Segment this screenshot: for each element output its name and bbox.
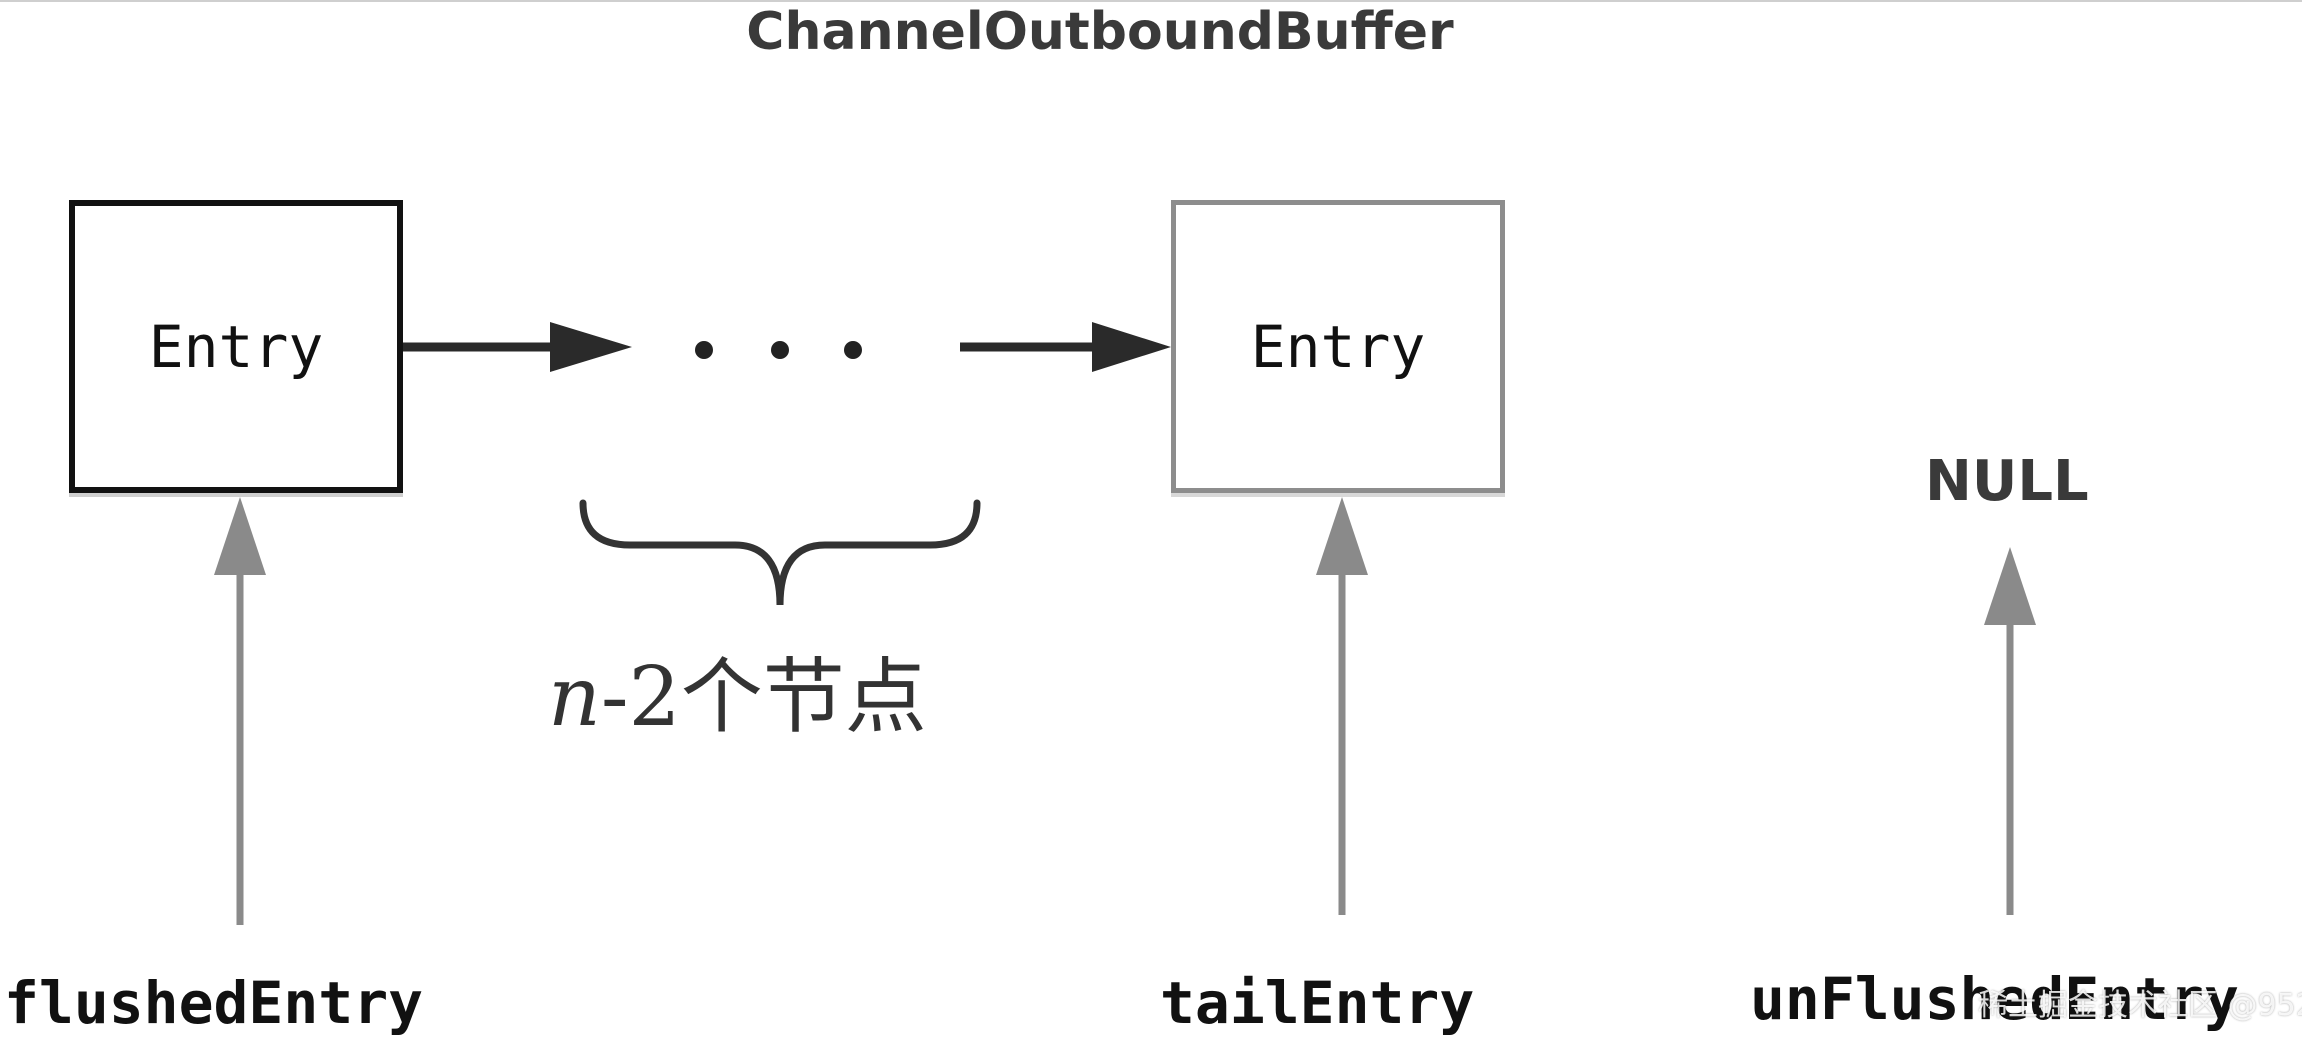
first-entry-node: Entry	[69, 200, 403, 493]
count-variable: n	[548, 650, 601, 745]
pointer-arrow-flushed	[214, 497, 266, 925]
link-arrow-ellipsis-to-tail	[960, 322, 1171, 372]
watermark: 稀土掘金技术社区 @9527华安	[1978, 988, 2302, 1023]
link-arrow-first-to-ellipsis	[403, 322, 632, 372]
unflushed-entry-pointer-label: unFlushedEntry	[1750, 965, 2239, 1033]
tail-entry-label: Entry	[1250, 312, 1426, 381]
curly-brace	[579, 499, 981, 606]
null-node-label: NULL	[1925, 449, 2089, 514]
pointer-arrow-tail	[1316, 497, 1368, 915]
tail-entry-node: Entry	[1171, 200, 1505, 493]
tail-entry-pointer-label: tailEntry	[1160, 969, 1475, 1037]
count-rest: -2个节点	[600, 650, 927, 745]
flushed-entry-pointer-label: flushedEntry	[4, 969, 424, 1037]
top-divider	[0, 0, 2302, 2]
middle-node-count-label: n-2个节点	[548, 648, 927, 748]
pointer-arrow-unflushed	[1984, 547, 2036, 915]
diagram-title: ChannelOutboundBuffer	[746, 2, 1454, 62]
first-entry-label: Entry	[148, 312, 324, 381]
ellipsis-dots	[695, 341, 862, 359]
